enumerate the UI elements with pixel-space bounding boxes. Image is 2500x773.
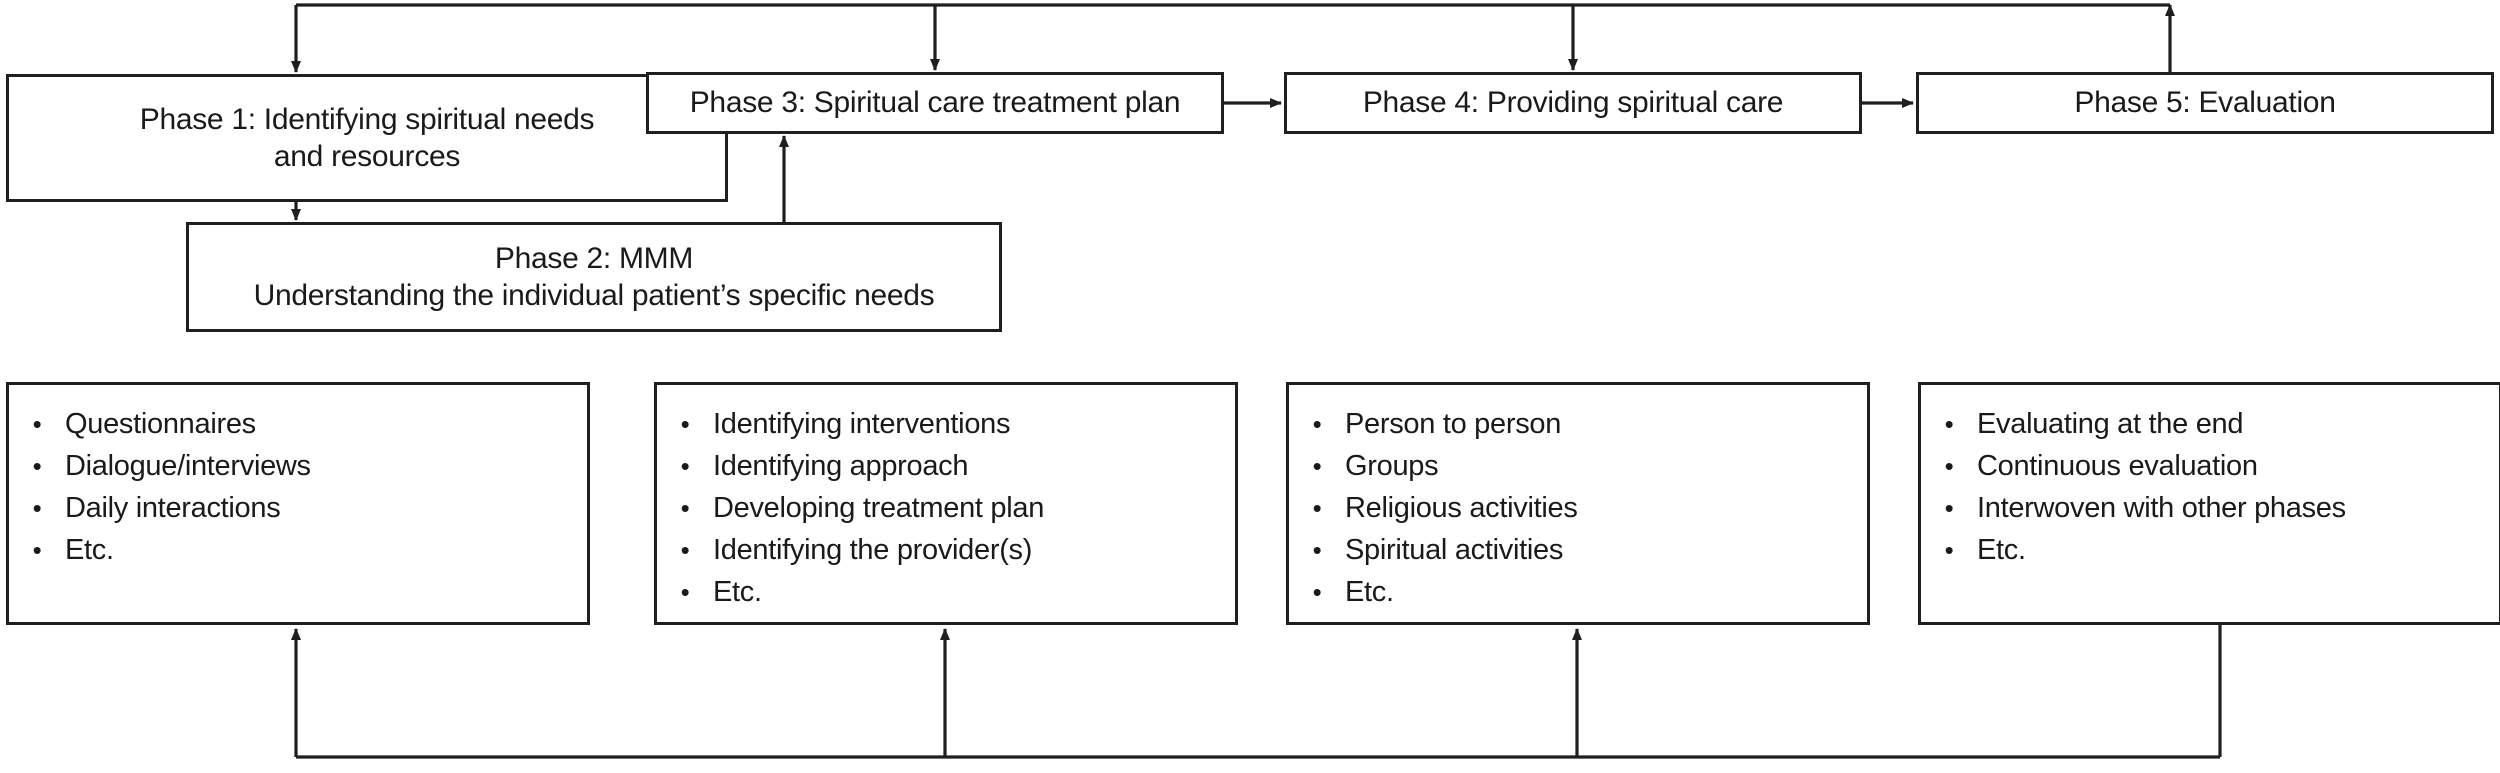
- bullet-icon: •: [1944, 493, 1954, 524]
- list-item: • Identifying interventions: [657, 403, 1235, 445]
- bullet-icon: •: [1944, 409, 1954, 439]
- list-item: • Spiritual activities: [1289, 529, 1867, 571]
- list-item-label: Evaluating at the end: [1977, 408, 2244, 440]
- node-phase-4-label: Phase 4: Providing spiritual care: [1362, 86, 1784, 120]
- list-item: • Evaluating at the end: [1921, 403, 2499, 445]
- list-item-label: Identifying approach: [713, 450, 969, 483]
- list-item-label: Interwoven with other phases: [1977, 492, 2346, 525]
- list-item-label: Identifying interventions: [713, 408, 1011, 440]
- list-item: • Etc.: [1921, 529, 2499, 571]
- bullet-icon: •: [32, 451, 42, 482]
- list-item-label: Etc.: [713, 576, 762, 609]
- list-item-label: Continuous evaluation: [1977, 450, 2258, 483]
- list-item: • Person to person: [1289, 403, 1867, 445]
- list-item: • Questionnaires: [9, 403, 587, 445]
- list-item-label: Etc.: [1977, 534, 2026, 567]
- node-phase-3-label: Phase 3: Spiritual care treatment plan: [689, 86, 1181, 120]
- bullet-icon: •: [680, 535, 690, 566]
- bullet-icon: •: [1312, 535, 1322, 566]
- list-item: • Identifying approach: [657, 445, 1235, 487]
- bullet-list-phase-5: • Evaluating at the end • Continuous eva…: [1921, 385, 2499, 571]
- bullet-icon: •: [32, 493, 42, 524]
- list-item: • Religious activities: [1289, 487, 1867, 529]
- list-item: • Daily interactions: [9, 487, 587, 529]
- list-item-label: Religious activities: [1345, 492, 1578, 525]
- bullet-icon: •: [32, 535, 42, 566]
- list-item-label: Spiritual activities: [1345, 534, 1564, 567]
- bullet-icon: •: [1312, 577, 1322, 608]
- list-item-label: Etc.: [65, 534, 114, 567]
- bullet-list-phase-3: • Identifying interventions • Identifyin…: [657, 385, 1235, 613]
- node-phase-1-label: Phase 1: Identifying spiritual needs and…: [139, 102, 595, 173]
- node-phase-4[interactable]: Phase 4: Providing spiritual care: [1284, 72, 1862, 134]
- bullet-icon: •: [32, 409, 42, 439]
- node-phase-2-label: Phase 2: MMM Understanding the individua…: [253, 241, 935, 312]
- bullet-icon: •: [1944, 535, 1954, 566]
- bullet-icon: •: [1312, 493, 1322, 524]
- node-phase-5[interactable]: Phase 5: Evaluation: [1916, 72, 2494, 134]
- list-item-label: Questionnaires: [65, 408, 256, 440]
- bullet-icon: •: [680, 409, 690, 439]
- list-item: • Etc.: [9, 529, 587, 571]
- node-phase-4-details[interactable]: • Person to person • Groups • Religious …: [1286, 382, 1870, 625]
- bullet-list-phase-4: • Person to person • Groups • Religious …: [1289, 385, 1867, 613]
- list-item: • Etc.: [1289, 571, 1867, 613]
- list-item: • Developing treatment plan: [657, 487, 1235, 529]
- node-phase-3[interactable]: Phase 3: Spiritual care treatment plan: [646, 72, 1224, 134]
- list-item: • Continuous evaluation: [1921, 445, 2499, 487]
- bullet-icon: •: [680, 451, 690, 482]
- bullet-icon: •: [1312, 409, 1322, 439]
- list-item-label: Person to person: [1345, 408, 1562, 440]
- list-item-label: Developing treatment plan: [713, 492, 1045, 525]
- bullet-icon: •: [680, 577, 690, 608]
- list-item-label: Etc.: [1345, 576, 1394, 609]
- node-phase-1[interactable]: Phase 1: Identifying spiritual needs and…: [6, 74, 728, 202]
- node-phase-5-label: Phase 5: Evaluation: [2074, 86, 2336, 120]
- node-phase-5-details[interactable]: • Evaluating at the end • Continuous eva…: [1918, 382, 2500, 625]
- list-item: • Dialogue/interviews: [9, 445, 587, 487]
- list-item-label: Groups: [1345, 450, 1439, 483]
- bullet-icon: •: [1944, 451, 1954, 482]
- list-item: • Identifying the provider(s): [657, 529, 1235, 571]
- list-item-label: Identifying the provider(s): [713, 534, 1033, 567]
- list-item: • Groups: [1289, 445, 1867, 487]
- list-item-label: Daily interactions: [65, 492, 281, 525]
- bullet-list-phase-1: • Questionnaires • Dialogue/interviews •…: [9, 385, 587, 571]
- list-item: • Etc.: [657, 571, 1235, 613]
- node-phase-3-details[interactable]: • Identifying interventions • Identifyin…: [654, 382, 1238, 625]
- list-item: • Interwoven with other phases: [1921, 487, 2499, 529]
- list-item-label: Dialogue/interviews: [65, 450, 311, 483]
- bullet-icon: •: [680, 493, 690, 524]
- node-phase-1-details[interactable]: • Questionnaires • Dialogue/interviews •…: [6, 382, 590, 625]
- bullet-icon: •: [1312, 451, 1322, 482]
- node-phase-2[interactable]: Phase 2: MMM Understanding the individua…: [186, 222, 1002, 332]
